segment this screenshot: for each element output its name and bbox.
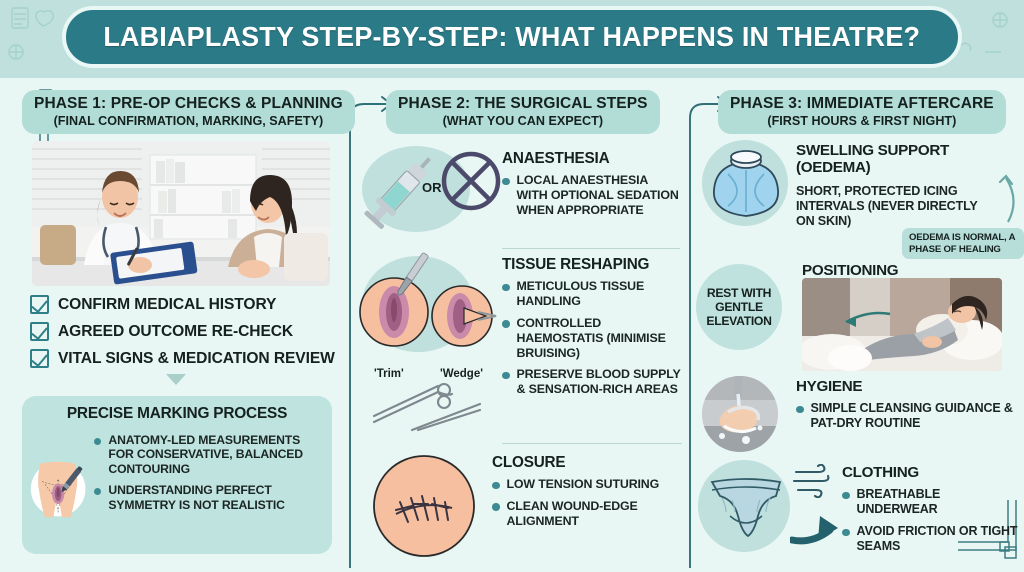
- tissue-reshaping-section: TISSUE RESHAPING METICULOUS TISSUE HANDL…: [502, 256, 682, 404]
- down-arrow-icon: [166, 374, 186, 385]
- no-general-anaesthetic-icon: [441, 151, 501, 211]
- bullet-item: METICULOUS TISSUE HANDLING: [502, 279, 682, 309]
- marking-card-bullets: ANATOMY-LED MEASUREMENTS FOR CONSERVATIV…: [93, 427, 324, 551]
- bullet-dot-icon: [502, 177, 510, 185]
- bullet-text: ANATOMY-LED MEASUREMENTS FOR CONSERVATIV…: [108, 433, 303, 476]
- ice-pack-icon: [713, 150, 779, 217]
- bullet-item: CONTROLLED HAEMOSTATIS (MINIMISE BRUISIN…: [502, 316, 682, 361]
- bullet-item: LOW TENSION SUTURING: [492, 477, 680, 492]
- tissue-reshaping-title: TISSUE RESHAPING: [502, 256, 650, 273]
- syringe-icon: [364, 157, 431, 229]
- checklist-item[interactable]: AGREED OUTCOME RE-CHECK: [30, 322, 340, 341]
- bullet-dot-icon: [796, 405, 804, 413]
- bullet-item: CLEAN WOUND-EDGE ALIGNMENT: [492, 499, 680, 529]
- section-divider: [502, 443, 682, 445]
- clothing-title: CLOTHING: [842, 464, 919, 481]
- phase-1-header-line1: PHASE 1: PRE-OP CHECKS & PLANNING: [34, 95, 343, 112]
- bullet-item: SIMPLE CLEANSING GUIDANCE & PAT-DRY ROUT…: [796, 401, 1022, 431]
- bullet-item: AVOID FRICTION OR TIGHT SEAMS: [842, 524, 1022, 554]
- bullet-dot-icon: [93, 437, 102, 445]
- bullet-text: SIMPLE CLEANSING GUIDANCE & PAT-DRY ROUT…: [810, 401, 1013, 430]
- bullet-dot-icon: [502, 320, 510, 328]
- swelling-text: SHORT, PROTECTED ICING INTERVALS (NEVER …: [796, 184, 978, 228]
- preop-checklist: CONFIRM MEDICAL HISTORY AGREED OUTCOME R…: [30, 295, 340, 376]
- bullet-item: UNDERSTANDING PERFECT SYMMETRY IS NOT RE…: [93, 483, 324, 512]
- phase-2-column: PHASE 2: THE SURGICAL STEPS (WHAT YOU CA…: [344, 78, 684, 572]
- closure-suture-illustration: [373, 455, 475, 557]
- hygiene-title: HYGIENE: [796, 378, 863, 395]
- bullet-text: LOW TENSION SUTURING: [506, 477, 660, 491]
- phase-1-column: PHASE 1: PRE-OP CHECKS & PLANNING (FINAL…: [0, 78, 355, 572]
- closure-section: CLOSURE LOW TENSION SUTURING CLEAN WOUND…: [492, 454, 680, 536]
- bullet-dot-icon: [93, 487, 102, 496]
- wedge-caption: 'Wedge': [440, 368, 483, 380]
- phase-1-header: PHASE 1: PRE-OP CHECKS & PLANNING (FINAL…: [22, 90, 355, 134]
- checkbox-checked-icon[interactable]: [30, 322, 49, 341]
- phase-3-column: PHASE 3: IMMEDIATE AFTERCARE (FIRST HOUR…: [684, 78, 1024, 572]
- handwashing-photo: [702, 376, 778, 452]
- phase-1-header-line2: (FINAL CONFIRMATION, MARKING, SAFETY): [53, 114, 324, 128]
- swelling-section: SWELLING SUPPORT (OEDEMA) SHORT, PROTECT…: [796, 142, 1020, 229]
- bullet-item: PRESERVE BLOOD SUPPLY & SENSATION-RICH A…: [502, 367, 682, 397]
- bullet-dot-icon: [502, 371, 510, 380]
- bullet-dot-icon: [492, 503, 500, 511]
- consultation-photo: [32, 141, 330, 286]
- bullet-text: CLEAN WOUND-EDGE ALIGNMENT: [506, 498, 638, 528]
- bullet-text: UNDERSTANDING PERFECT SYMMETRY IS NOT RE…: [108, 483, 285, 512]
- resting-position-photo: [802, 278, 1002, 371]
- bullet-text: METICULOUS TISSUE HANDLING: [516, 279, 645, 308]
- bullet-text: PRESERVE BLOOD SUPPLY & SENSATION-RICH A…: [516, 367, 681, 397]
- phase-3-header-line2: (FIRST HOURS & FIRST NIGHT): [767, 114, 957, 128]
- checklist-item[interactable]: CONFIRM MEDICAL HISTORY: [30, 295, 340, 314]
- closure-title: CLOSURE: [492, 454, 566, 471]
- title-banner: LABIAPLASTY STEP-BY-STEP: WHAT HAPPENS I…: [0, 0, 1024, 78]
- marking-card-title: PRECISE MARKING PROCESS: [66, 405, 288, 422]
- bullet-item: LOCAL ANAESTHESIA WITH OPTIONAL SEDATION…: [502, 173, 680, 218]
- phase-3-header-line1: PHASE 3: IMMEDIATE AFTERCARE: [730, 95, 994, 112]
- pelvis-marking-illustration: [30, 461, 86, 518]
- hygiene-section: HYGIENE SIMPLE CLEANSING GUIDANCE & PAT-…: [796, 378, 1022, 438]
- trim-wedge-illustration: [359, 252, 497, 347]
- checklist-item-label: CONFIRM MEDICAL HISTORY: [58, 295, 277, 313]
- rest-elevation-circle: REST WITH GENTLE ELEVATION: [696, 264, 782, 350]
- breeze-icon: [792, 464, 830, 498]
- bullet-text: BREATHABLE UNDERWEAR: [856, 487, 941, 516]
- anaesthesia-or-label: OR: [422, 180, 442, 195]
- checklist-item-label: VITAL SIGNS & MEDICATION REVIEW: [58, 349, 335, 367]
- page-title: LABIAPLASTY STEP-BY-STEP: WHAT HAPPENS I…: [103, 21, 921, 52]
- precise-marking-card: PRECISE MARKING PROCESS: [22, 396, 332, 554]
- checklist-item-label: AGREED OUTCOME RE-CHECK: [58, 322, 294, 340]
- phase-2-header-line1: PHASE 2: THE SURGICAL STEPS: [398, 95, 648, 112]
- section-divider: [502, 248, 680, 250]
- bullet-dot-icon: [502, 283, 510, 291]
- bullet-dot-icon: [842, 491, 850, 499]
- bullet-text: CONTROLLED HAEMOSTATIS (MINIMISE BRUISIN…: [516, 315, 666, 360]
- bullet-item: BREATHABLE UNDERWEAR: [842, 487, 1022, 517]
- clothing-section: CLOTHING BREATHABLE UNDERWEAR AVOID FRIC…: [842, 464, 1022, 561]
- rest-elevation-text: REST WITH GENTLE ELEVATION: [706, 285, 772, 329]
- bullet-text: LOCAL ANAESTHESIA WITH OPTIONAL SEDATION…: [516, 173, 679, 217]
- phase-2-header: PHASE 2: THE SURGICAL STEPS (WHAT YOU CA…: [386, 90, 660, 134]
- oedema-normal-badge: OEDEMA IS NORMAL, A PHASE OF HEALING: [902, 228, 1024, 259]
- bullet-dot-icon: [842, 528, 850, 536]
- positioning-title: POSITIONING: [802, 262, 899, 279]
- underwear-icon: [710, 478, 782, 538]
- trim-caption: 'Trim': [374, 368, 404, 380]
- checkbox-checked-icon[interactable]: [30, 295, 49, 314]
- phase-2-header-line2: (WHAT YOU CAN EXPECT): [442, 114, 604, 128]
- checklist-item[interactable]: VITAL SIGNS & MEDICATION REVIEW: [30, 349, 340, 368]
- checkbox-checked-icon[interactable]: [30, 349, 49, 368]
- swelling-title: SWELLING SUPPORT (OEDEMA): [796, 142, 949, 176]
- curved-arrow-to-badge-icon: [998, 174, 1015, 223]
- curved-arrow-to-clothing-icon: [790, 516, 838, 545]
- bullet-item: ANATOMY-LED MEASUREMENTS FOR CONSERVATIV…: [93, 433, 324, 476]
- bullet-dot-icon: [492, 481, 500, 489]
- phase-3-header: PHASE 3: IMMEDIATE AFTERCARE (FIRST HOUR…: [718, 90, 1006, 134]
- title-pill: LABIAPLASTY STEP-BY-STEP: WHAT HAPPENS I…: [62, 6, 962, 68]
- surgical-instruments-icon: [372, 382, 482, 432]
- anaesthesia-title: ANAESTHESIA: [502, 150, 610, 167]
- corner-bracket-bottom-right: [958, 500, 1017, 559]
- bullet-text: AVOID FRICTION OR TIGHT SEAMS: [856, 524, 1018, 553]
- anaesthesia-section: ANAESTHESIA LOCAL ANAESTHESIA WITH OPTIO…: [502, 150, 680, 225]
